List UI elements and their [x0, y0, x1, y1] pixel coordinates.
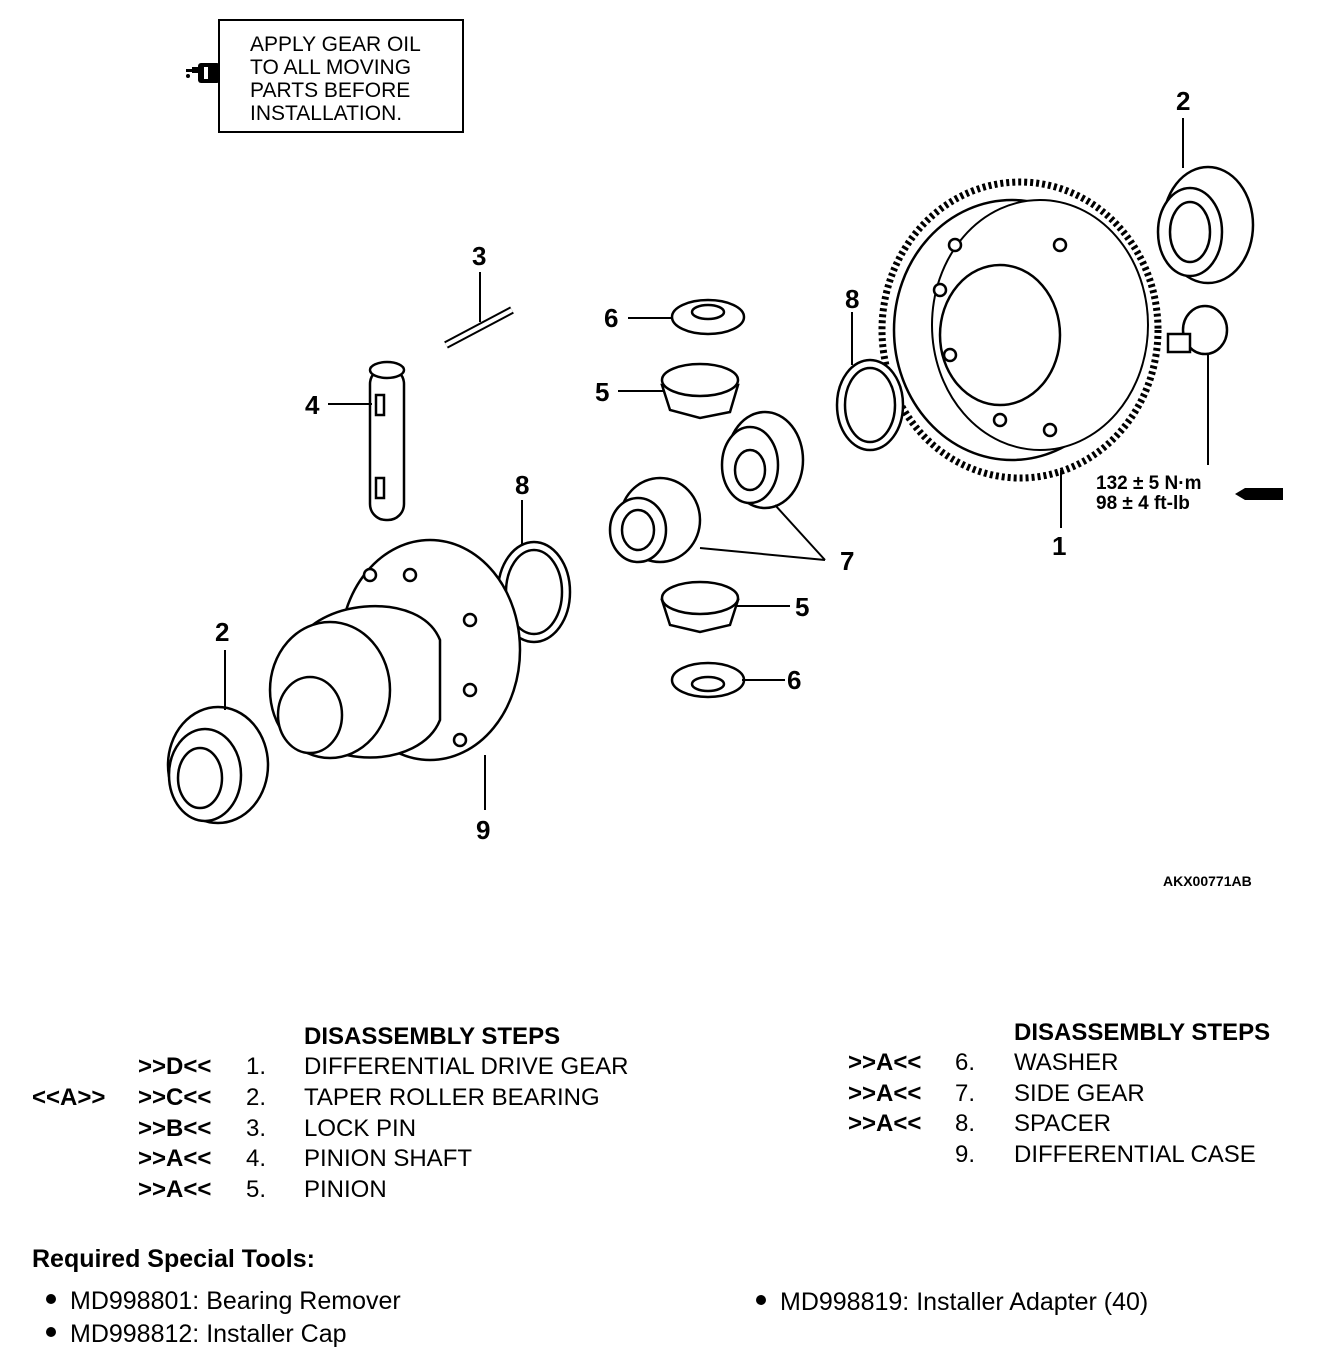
torque-wrench-icon [1235, 488, 1283, 500]
bullet-icon [46, 1294, 56, 1305]
remove-mark: >>A<< [138, 1145, 212, 1172]
step-number: 3. [246, 1115, 267, 1142]
step-label: DIFFERENTIAL CASE [1014, 1141, 1256, 1168]
step-label: DIFFERENTIAL DRIVE GEAR [304, 1053, 629, 1080]
step-row: >>A<< 7. SIDE GEAR [800, 1080, 1320, 1110]
step-label: PINION SHAFT [304, 1145, 473, 1172]
torque-imperial: 98 ± 4 ft-lb [1096, 493, 1190, 514]
step-number: 5. [246, 1176, 267, 1203]
step-label: SPACER [1014, 1110, 1111, 1137]
callout-1: 1 [1052, 531, 1067, 561]
remove-mark: >>C<< [138, 1084, 212, 1111]
step-label: WASHER [1014, 1049, 1119, 1076]
remove-mark: >>A<< [848, 1080, 922, 1107]
oil-can-icon [186, 63, 220, 83]
bullet-icon [756, 1295, 766, 1306]
tool-label: MD998812: Installer Cap [70, 1320, 347, 1348]
install-mark: <<A>> [32, 1084, 106, 1111]
disassembly-steps-left: DISASSEMBLY STEPS >>D<< 1. DIFFERENTIAL … [0, 1020, 700, 1210]
note-line: TO ALL MOVING [250, 56, 412, 79]
remove-mark: >>D<< [138, 1053, 212, 1080]
note-line: INSTALLATION. [250, 102, 403, 125]
leader-lines [224, 118, 1209, 810]
callout-8-left: 8 [515, 470, 530, 500]
step-label: PINION [304, 1176, 387, 1203]
step-row: >>B<< 3. LOCK PIN [0, 1115, 700, 1145]
note-line: APPLY GEAR OIL [250, 33, 421, 56]
disassembly-steps-right: DISASSEMBLY STEPS >>A<< 6. WASHER >>A<< … [800, 1016, 1320, 1176]
tool-item: MD998812: Installer Cap [46, 1320, 347, 1349]
gear-bolt [1166, 304, 1229, 356]
drive-gear [878, 178, 1162, 482]
gear-oil-note: APPLY GEAR OIL TO ALL MOVING PARTS BEFOR… [186, 19, 464, 133]
remove-mark: >>A<< [848, 1049, 922, 1076]
note-line: PARTS BEFORE [250, 79, 411, 102]
steps-left-title: DISASSEMBLY STEPS [304, 1023, 561, 1050]
step-row: >>D<< 1. DIFFERENTIAL DRIVE GEAR [0, 1053, 700, 1083]
remove-mark: >>A<< [848, 1110, 922, 1137]
remove-mark: >>A<< [138, 1176, 212, 1203]
tool-label: MD998801: Bearing Remover [70, 1287, 401, 1315]
step-number: 6. [955, 1049, 976, 1076]
parts-drawing [166, 118, 1255, 825]
step-number: 2. [246, 1084, 267, 1111]
tool-item: MD998819: Installer Adapter (40) [756, 1288, 1148, 1317]
torque-metric: 132 ± 5 N·m [1096, 473, 1202, 494]
callout-3: 3 [472, 241, 487, 271]
callout-8-right: 8 [845, 284, 860, 314]
step-number: 1. [246, 1053, 267, 1080]
step-row: <<A>> >>C<< 2. TAPER ROLLER BEARING [0, 1084, 700, 1114]
callout-9: 9 [476, 815, 491, 845]
differential-case [268, 538, 522, 762]
torque-spec: 132 ± 5 N·m 98 ± 4 ft-lb [1096, 474, 1201, 514]
step-number: 8. [955, 1110, 976, 1137]
callout-6-top: 6 [604, 303, 619, 333]
step-row: >>A<< 8. SPACER [800, 1110, 1320, 1140]
tools-title: Required Special Tools: [32, 1245, 315, 1273]
side-gear-left [608, 476, 702, 564]
step-label: LOCK PIN [304, 1115, 417, 1142]
callout-4: 4 [305, 390, 320, 420]
side-gear-right [720, 410, 805, 510]
step-row: 9. DIFFERENTIAL CASE [800, 1141, 1320, 1171]
callout-5-bottom: 5 [795, 592, 810, 622]
figure-id: AKX00771AB [1163, 873, 1252, 889]
step-number: 9. [955, 1141, 976, 1168]
remove-mark: >>B<< [138, 1115, 212, 1142]
note-text: APPLY GEAR OIL TO ALL MOVING PARTS BEFOR… [250, 33, 421, 125]
step-row: >>A<< 6. WASHER [800, 1049, 1320, 1079]
callout-5-top: 5 [595, 377, 610, 407]
pinion-bottom [660, 580, 740, 634]
step-number: 4. [246, 1145, 267, 1172]
steps-right-title: DISASSEMBLY STEPS [1014, 1019, 1271, 1046]
exploded-diagram: APPLY GEAR OIL TO ALL MOVING PARTS BEFOR… [166, 19, 1283, 889]
step-row: >>A<< 4. PINION SHAFT [0, 1145, 700, 1175]
pinion-shaft [368, 360, 406, 522]
taper-bearing-top [1156, 165, 1255, 285]
callout-6-bottom: 6 [787, 665, 802, 695]
callout-2-left: 2 [215, 617, 230, 647]
pinion-top [660, 362, 740, 420]
tool-label: MD998819: Installer Adapter (40) [780, 1288, 1149, 1316]
step-label: SIDE GEAR [1014, 1080, 1145, 1107]
taper-bearing-left [166, 705, 270, 825]
callout-2-top: 2 [1176, 86, 1191, 116]
step-label: TAPER ROLLER BEARING [304, 1084, 600, 1111]
callout-7: 7 [840, 546, 855, 576]
bullet-icon [46, 1327, 56, 1338]
tool-item: MD998801: Bearing Remover [46, 1287, 401, 1316]
step-number: 7. [955, 1080, 976, 1107]
step-row: >>A<< 5. PINION [0, 1176, 700, 1206]
